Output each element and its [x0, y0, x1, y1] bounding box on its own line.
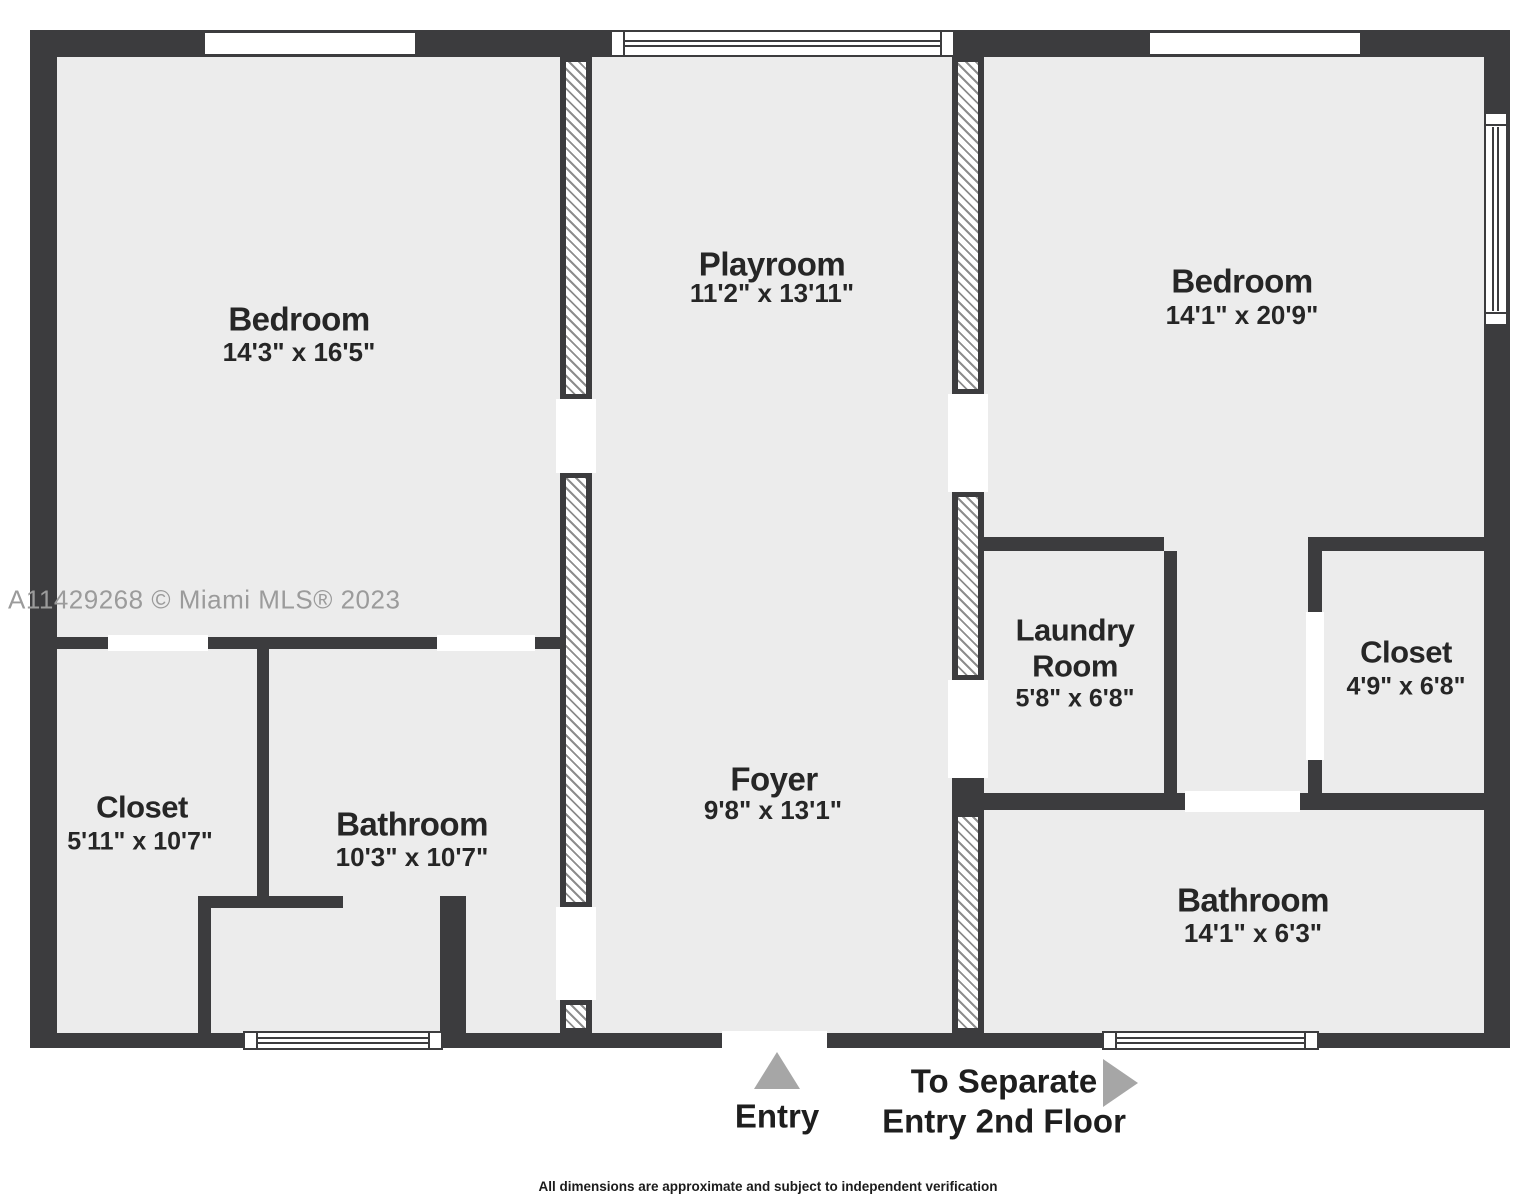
- window-bathroom-right-bottom: [1102, 1031, 1319, 1050]
- hatched-wall-left-lower: [560, 1000, 592, 1033]
- mls-watermark: A11429268 © Miami MLS® 2023: [8, 584, 401, 615]
- window-cap: [1102, 1031, 1117, 1050]
- door-opening-closet-right: [1306, 612, 1324, 760]
- room-label-bathroom-left-dims: 10'3" x 10'7": [335, 842, 489, 872]
- window-glazing: [1117, 1036, 1304, 1044]
- wall-bathroom-top-2: [1300, 793, 1484, 810]
- disclaimer-text: All dimensions are approximate and subje…: [538, 1179, 998, 1194]
- wall-closet-right-left-2: [1308, 760, 1322, 793]
- wall-bedroom-bottom-2: [208, 637, 437, 649]
- hatched-wall-left-middle: [560, 473, 592, 907]
- room-label-closet-right-dims: 4'9" x 6'8": [1346, 672, 1466, 701]
- wall-vestibule-top: [198, 896, 343, 908]
- wall-vestibule-right: [440, 896, 466, 1033]
- separate-entry-label-line2: Entry 2nd Floor: [882, 1102, 1126, 1140]
- door-opening-laundry: [948, 680, 988, 778]
- hatched-wall-right-upper: [952, 57, 984, 394]
- door-opening-closet-left: [108, 635, 208, 651]
- room-label-bedroom-right-name: Bedroom: [1171, 262, 1313, 300]
- room-label-closet-left-dims: 5'11" x 10'7": [67, 827, 213, 856]
- window-cap: [1304, 1031, 1319, 1050]
- room-label-foyer-name: Foyer: [730, 760, 818, 798]
- wall-bedroom-bottom-1: [57, 637, 108, 649]
- window-glazing: [258, 1036, 428, 1044]
- window-vestibule-bottom: [243, 1031, 443, 1050]
- door-opening-foyer-west: [556, 907, 596, 1000]
- wall-closet-right-left-1: [1308, 551, 1322, 612]
- door-opening-bedroom-right: [948, 394, 988, 492]
- wall-closet-right-top: [1308, 537, 1484, 551]
- wall-closet-bathroom-divider: [257, 649, 269, 898]
- room-label-bathroom-right-name: Bathroom: [1177, 881, 1329, 919]
- window-playroom-top: [610, 30, 955, 57]
- window-bedroom-left-top: [205, 30, 415, 57]
- separate-entry-label-line1: To Separate: [910, 1062, 1098, 1100]
- room-label-bathroom-right-dims: 14'1" x 6'3": [1183, 918, 1323, 948]
- wall-bathroom-top-1: [980, 793, 1185, 810]
- wall-laundry-right: [1164, 551, 1177, 793]
- room-label-bedroom-left-dims: 14'3" x 16'5": [222, 337, 376, 367]
- window-glazing: [1492, 127, 1499, 311]
- room-label-playroom-name: Playroom: [698, 245, 846, 283]
- door-opening-bathroom-right: [1185, 791, 1300, 812]
- room-label-closet-left-name: Closet: [96, 789, 188, 825]
- window-bedroom-right-top: [1150, 30, 1360, 57]
- wall-bedroom-bottom-3: [535, 637, 560, 649]
- exterior-wall-left: [30, 30, 57, 1048]
- room-label-laundry-name-line1: Laundry: [1015, 612, 1135, 648]
- room-label-bedroom-left-name: Bedroom: [228, 300, 370, 338]
- window-cap: [610, 30, 625, 57]
- window-cap: [428, 1031, 443, 1050]
- window-cap: [940, 30, 955, 57]
- window-cap: [1484, 112, 1508, 126]
- room-label-laundry-dims: 5'8" x 6'8": [1015, 684, 1135, 713]
- door-opening-bathroom-left: [437, 635, 535, 651]
- hatched-wall-right-middle: [952, 492, 984, 680]
- entry-arrow-up-icon: [754, 1052, 800, 1089]
- window-glazing: [625, 39, 940, 47]
- room-label-bathroom-left-name: Bathroom: [336, 805, 488, 843]
- room-label-foyer-dims: 9'8" x 13'1": [703, 795, 843, 825]
- wall-vestibule-left: [198, 908, 211, 1033]
- entry-label: Entry: [734, 1097, 820, 1135]
- room-label-closet-right-name: Closet: [1360, 634, 1452, 670]
- window-bedroom-right-side: [1484, 112, 1508, 326]
- wall-laundry-top: [980, 537, 1164, 551]
- wall-junction-foyer-bathroom: [952, 778, 984, 812]
- window-cap: [1484, 312, 1508, 326]
- door-opening-bedroom-left: [556, 399, 596, 473]
- separate-entry-arrow-right-icon: [1103, 1059, 1138, 1107]
- room-label-laundry-name-line2: Room: [1032, 648, 1118, 684]
- door-opening-entry: [722, 1031, 827, 1050]
- window-cap: [243, 1031, 258, 1050]
- hatched-wall-left-upper: [560, 57, 592, 399]
- hatched-wall-right-lower: [952, 812, 984, 1033]
- room-label-playroom-dims: 11'2" x 13'11": [689, 278, 855, 308]
- room-label-bedroom-right-dims: 14'1" x 20'9": [1165, 300, 1319, 330]
- floor-area: [30, 30, 1510, 1048]
